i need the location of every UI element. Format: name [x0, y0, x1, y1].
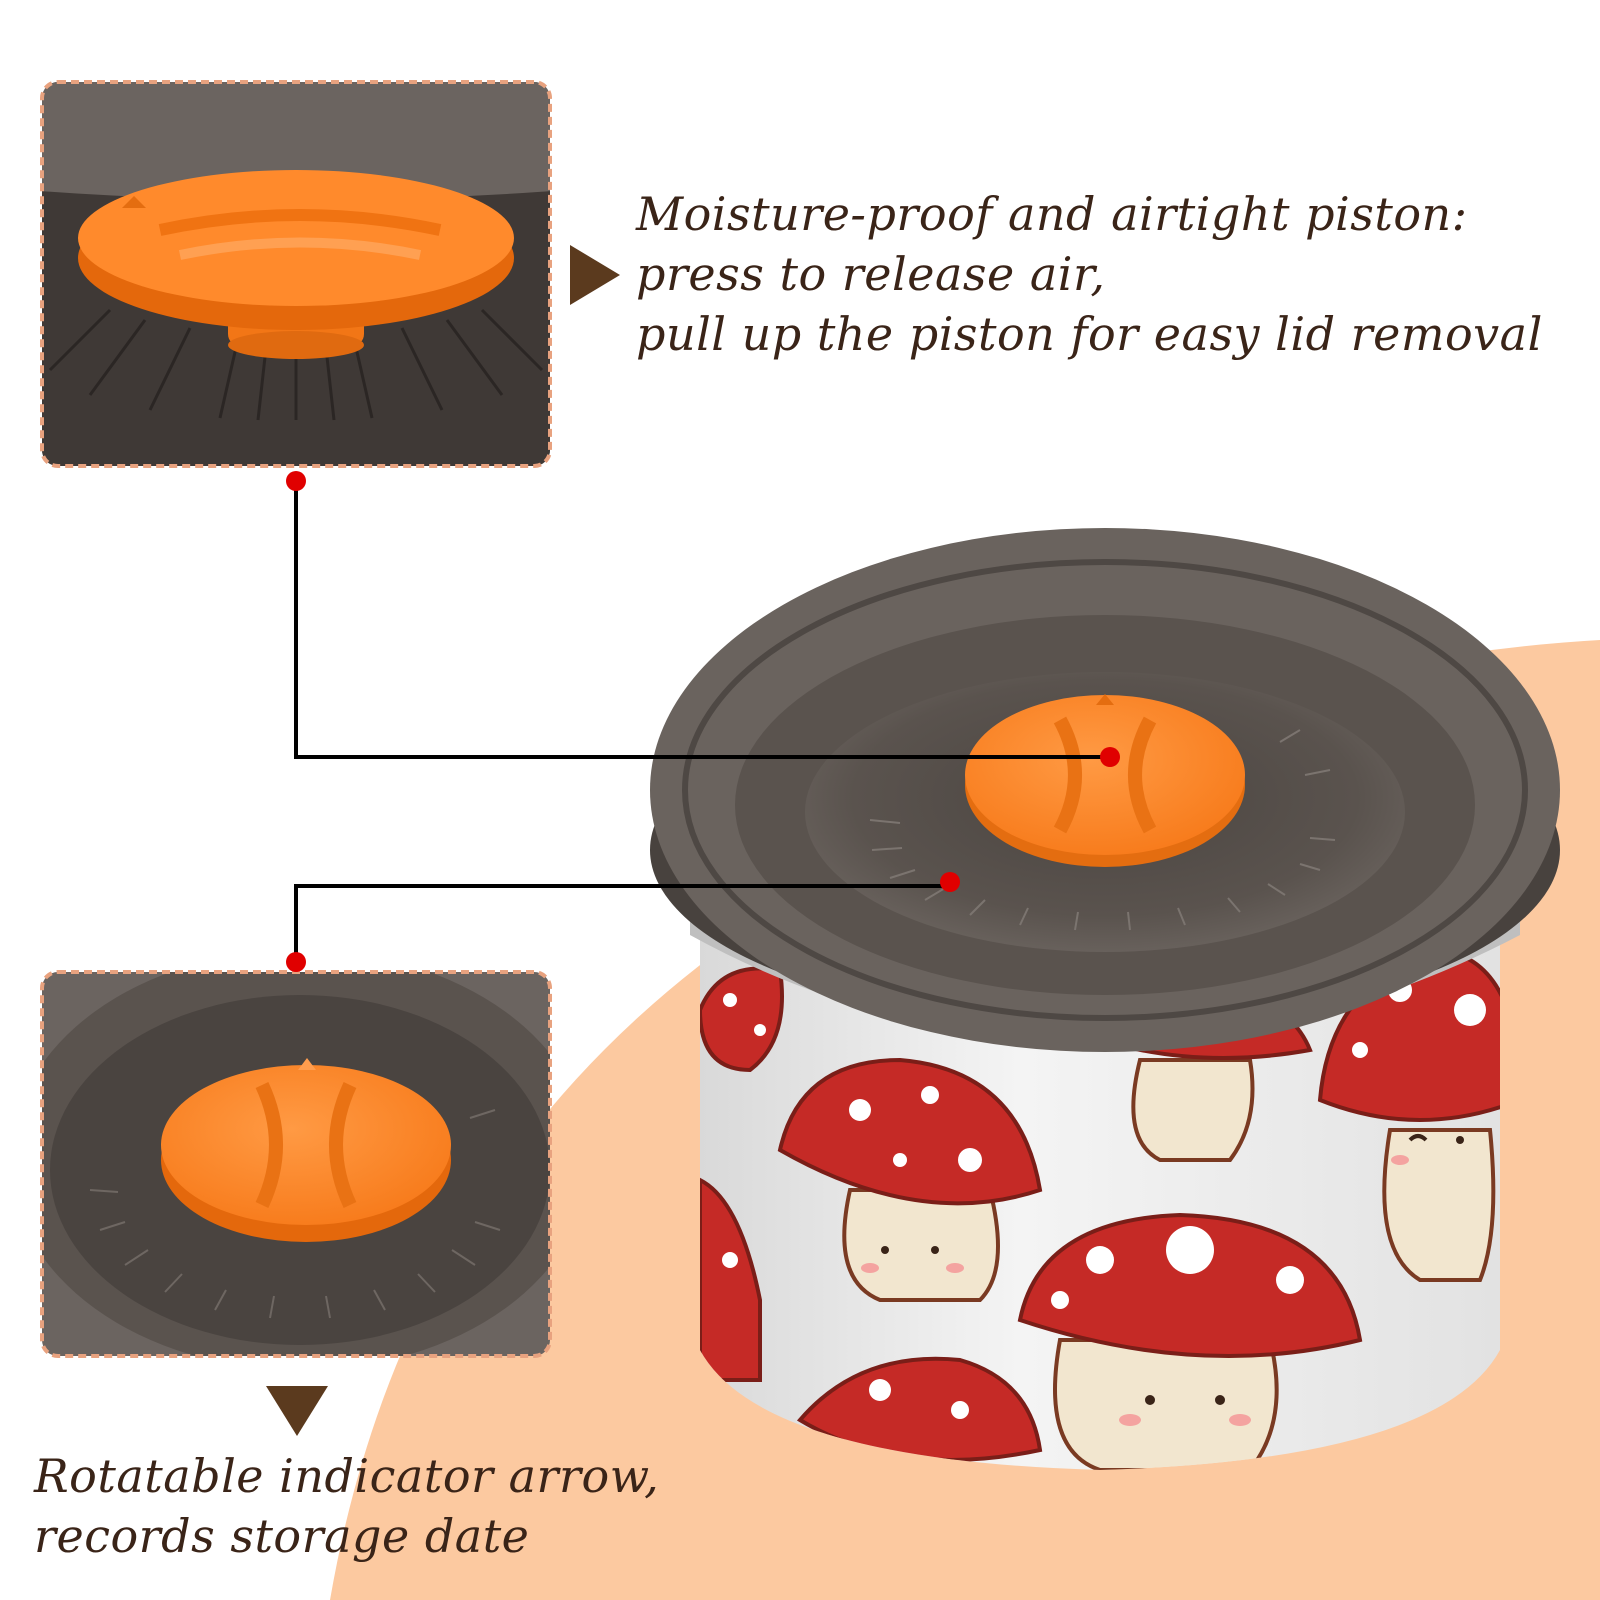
indicator-caption-line: records storage date [34, 1509, 530, 1563]
callout-dot [286, 471, 306, 491]
indicator-caption: Rotatable indicator arrow, records stora… [34, 1446, 659, 1566]
callout-dot [286, 952, 306, 972]
callout-dot [940, 872, 960, 892]
piston-caption-line: press to release air, [636, 247, 1106, 301]
piston-knob [965, 694, 1245, 867]
callout-line-piston [294, 481, 1110, 759]
piston-detail-panel [40, 80, 552, 468]
triangle-down-icon [266, 1386, 328, 1436]
mushroom-pattern [700, 947, 1500, 1470]
mushroom-icon [700, 966, 784, 1382]
mushroom-icon [777, 1057, 1043, 1302]
piston-caption-line: Moisture-proof and airtight piston: [636, 187, 1468, 241]
date-scale [869, 729, 1336, 931]
callout-dot [1100, 747, 1120, 767]
indicator-arrow-icon [1096, 694, 1114, 705]
piston-caption: Moisture-proof and airtight piston: pres… [636, 184, 1543, 364]
piston-caption-line: pull up the piston for easy lid removal [636, 307, 1543, 361]
indicator-caption-line: Rotatable indicator arrow, [34, 1449, 660, 1503]
mushroom-icon [1017, 1212, 1363, 1470]
callout-line-indicator [294, 884, 950, 962]
indicator-detail-panel [40, 970, 552, 1358]
detail-frame [40, 80, 552, 468]
triangle-right-icon [570, 245, 620, 305]
storage-jar [650, 528, 1560, 1470]
